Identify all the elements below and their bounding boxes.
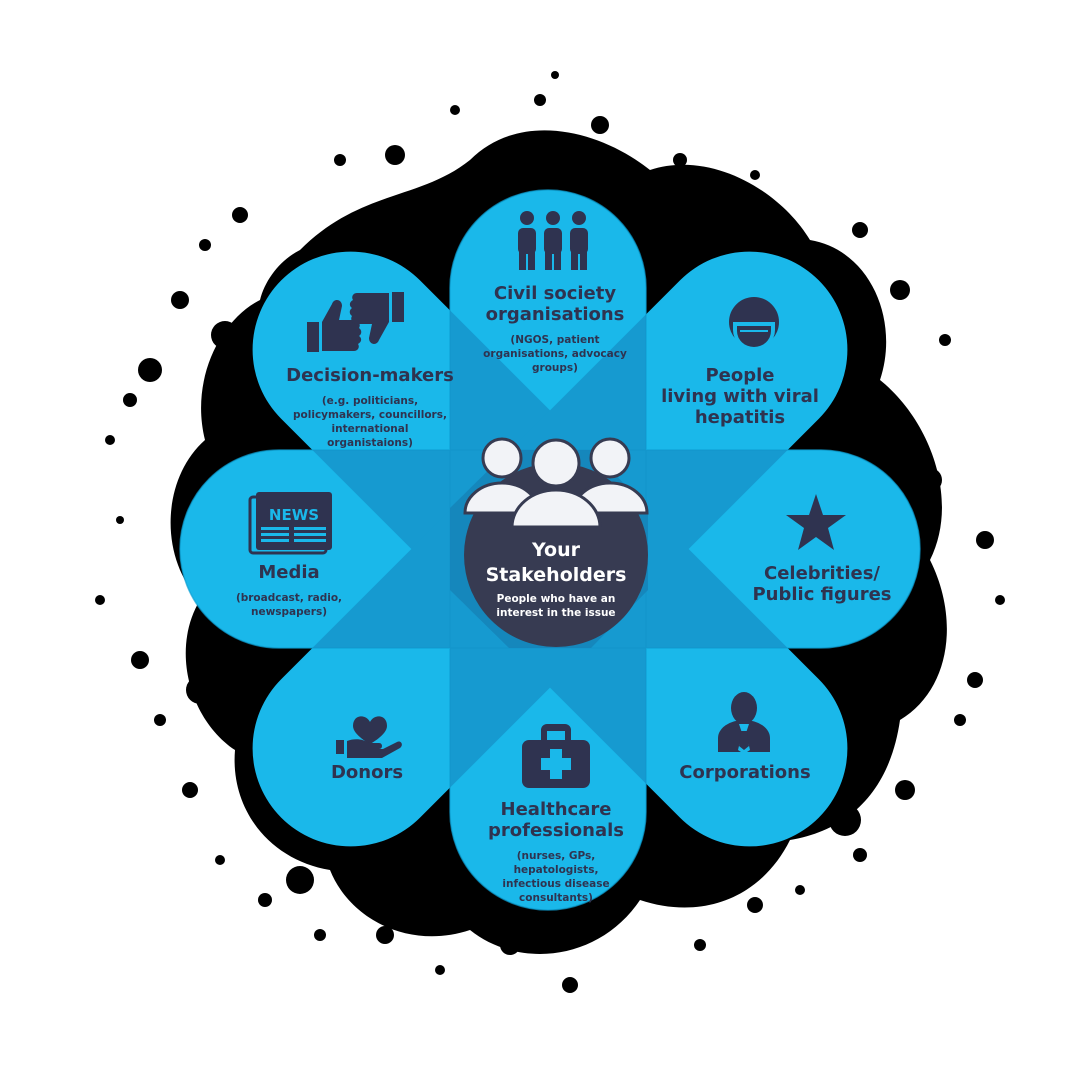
center-title-line2: Stakeholders	[485, 564, 627, 586]
media-title: Media	[258, 562, 320, 583]
people-title: People living with viral hepatitis	[661, 365, 819, 428]
healthcare-title: Healthcare professionals	[488, 799, 624, 841]
center-label: Your Stakeholders People who have an int…	[481, 538, 631, 620]
label-civil: Civil society organisations (NGOS, patie…	[460, 283, 650, 375]
medical-kit-icon	[522, 724, 590, 788]
label-donors: Donors	[297, 762, 437, 783]
healthcare-subtitle: (nurses, GPs, hepatologists, infectious …	[502, 850, 610, 904]
celebrities-title: Celebrities/ Public figures	[752, 563, 892, 605]
newspaper-title: NEWS	[269, 506, 319, 524]
donors-title: Donors	[330, 762, 404, 783]
media-subtitle: (broadcast, radio, newspapers)	[235, 592, 343, 618]
corporations-title: Corporations	[679, 762, 811, 783]
decision-title: Decision-makers	[286, 365, 454, 386]
three-people-icon	[518, 211, 588, 270]
label-media: Media (broadcast, radio, newspapers)	[214, 562, 364, 619]
center-subtitle: People who have an interest in the issue	[496, 593, 616, 619]
newspaper-icon: NEWS	[248, 492, 332, 555]
star-icon	[786, 494, 846, 550]
thumbs-up-down-icon	[307, 292, 404, 352]
civil-title: Civil society organisations	[485, 283, 625, 325]
face-mask-icon	[729, 297, 779, 350]
civil-subtitle: (NGOS, patient organisations, advocacy g…	[483, 334, 627, 374]
heart-in-hand-icon	[336, 716, 402, 758]
center-title-line1: Your	[532, 539, 580, 561]
label-decision: Decision-makers (e.g. politicians, polic…	[270, 365, 470, 450]
label-celebrities: Celebrities/ Public figures	[737, 563, 907, 605]
group-icon	[463, 437, 649, 529]
label-corporations: Corporations	[660, 762, 830, 783]
label-healthcare: Healthcare professionals (nurses, GPs, h…	[466, 799, 646, 905]
label-people: People living with viral hepatitis	[640, 365, 840, 428]
decision-subtitle: (e.g. politicians, policymakers, council…	[293, 395, 447, 449]
businessperson-icon	[718, 692, 770, 754]
